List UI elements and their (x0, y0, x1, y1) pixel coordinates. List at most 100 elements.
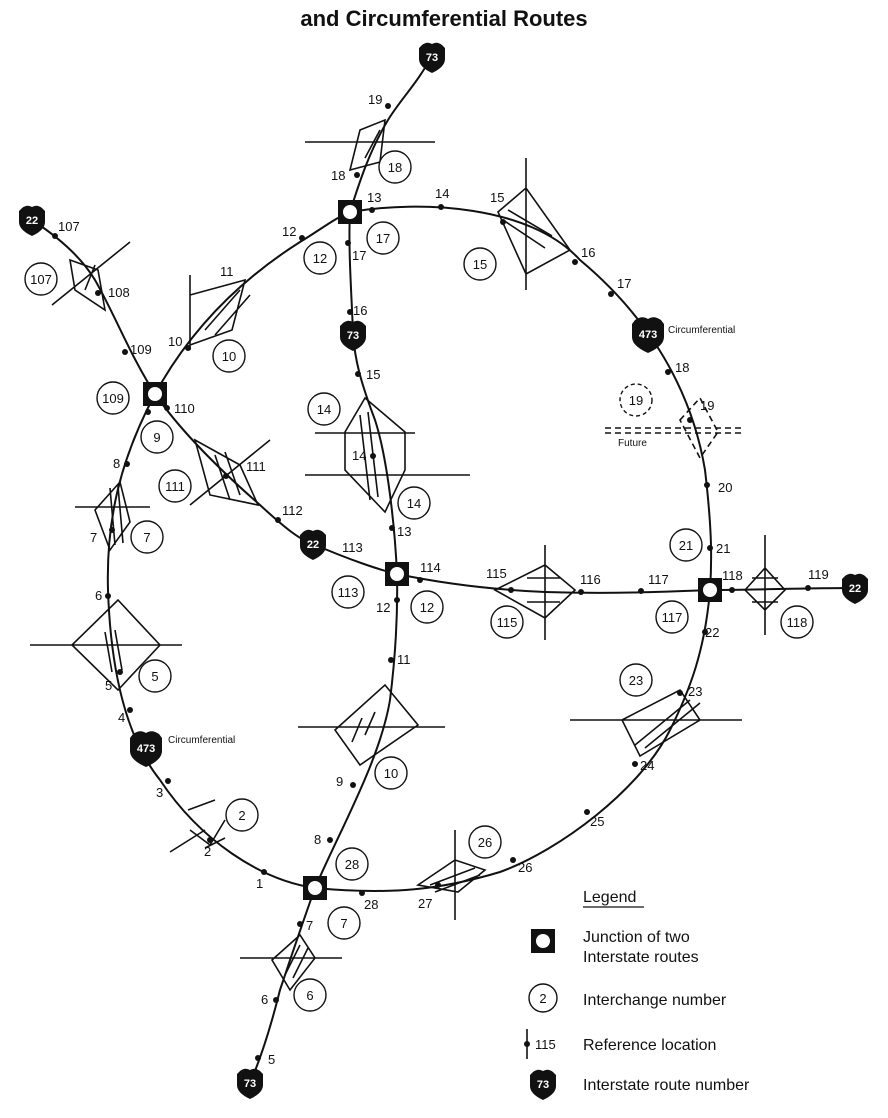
reference-label: 20 (718, 480, 732, 495)
svg-text:473: 473 (137, 743, 155, 755)
interchange-number: 107 (30, 272, 52, 287)
reference-label: 19 (368, 92, 382, 107)
reference-labels: 19 18 17 16 15 14 13 12 11 9 8 7 6 5 13 … (58, 92, 829, 1067)
i73-route (249, 54, 433, 1084)
interchange-number: 14 (407, 496, 421, 511)
svg-text:73: 73 (426, 52, 438, 64)
shield-i73-top: 73 (419, 42, 445, 73)
reference-label: 4 (118, 710, 125, 725)
reference-label: 108 (108, 285, 130, 300)
reference-label: 16 (581, 245, 595, 260)
reference-label: 1 (256, 876, 263, 891)
circumferential-label-left: Circumferential (168, 735, 235, 746)
junction-22-473-west (143, 382, 167, 406)
future-label: Future (618, 438, 647, 449)
reference-label: 117 (648, 572, 669, 587)
svg-text:73: 73 (244, 1078, 256, 1090)
reference-label: 8 (113, 456, 120, 471)
reference-label: 8 (314, 832, 321, 847)
reference-label: 17 (352, 248, 366, 263)
reference-label: 19 (700, 398, 714, 413)
reference-dots (52, 103, 811, 1061)
interchange-ramps (30, 118, 787, 992)
interchange-number: 14 (317, 402, 331, 417)
interchange-number: 28 (345, 857, 359, 872)
shield-i22-right: 22 (842, 573, 868, 604)
i22-route (31, 219, 856, 594)
shield-i73-mid: 73 (340, 320, 366, 351)
circumferential-ring (106, 205, 713, 893)
interchange-number: 12 (420, 600, 434, 615)
legend-junction-symbol (531, 929, 555, 953)
legend-reference-text: Reference location (583, 1037, 716, 1054)
svg-text:473: 473 (639, 329, 657, 341)
legend-junction-text-1: Junction of two (583, 929, 690, 946)
interchange-number: 118 (787, 615, 808, 630)
diagram-title: and Circumferential Routes (300, 6, 587, 31)
reference-label: 2 (204, 844, 211, 859)
interchange-circles (24, 150, 814, 1012)
interchange-number: 117 (662, 610, 683, 625)
reference-label: 7 (90, 530, 97, 545)
interchange-numbers: 18 17 12 15 10 107 109 9 111 14 14 19 7 … (30, 160, 807, 1003)
reference-label: 13 (367, 190, 381, 205)
junction-73-473-north (338, 200, 362, 224)
shield-i473-right: 473 (632, 317, 664, 353)
reference-label: 25 (590, 814, 604, 829)
interchange-number: 15 (473, 257, 487, 272)
reference-label: 9 (336, 774, 343, 789)
legend-route-symbol: 73 (530, 1069, 556, 1100)
reference-label: 111 (246, 459, 266, 474)
legend-interchange-symbol (528, 983, 558, 1013)
interchange-number: 23 (629, 673, 643, 688)
svg-text:22: 22 (849, 583, 861, 595)
reference-label: 11 (397, 652, 411, 667)
reference-label: 109 (130, 342, 152, 357)
reference-label: 110 (174, 401, 195, 416)
reference-label: 3 (156, 785, 163, 800)
reference-label: 15 (490, 190, 504, 205)
shield-i73-bottom: 73 (237, 1068, 263, 1099)
reference-label: 16 (353, 303, 367, 318)
reference-label: 112 (282, 503, 303, 518)
interchange-number: 109 (102, 391, 124, 406)
legend-route-text: Interstate route number (583, 1077, 750, 1094)
reference-label: 14 (435, 186, 449, 201)
interchange-number: 115 (497, 615, 518, 630)
circumferential-label-right: Circumferential (668, 325, 735, 336)
junction-73-22 (385, 562, 409, 586)
reference-label: 17 (617, 276, 631, 291)
reference-label: 27 (418, 896, 432, 911)
reference-label: 118 (722, 568, 743, 583)
reference-label: 21 (716, 541, 730, 556)
reference-label: 10 (168, 334, 182, 349)
legend-reference-symbol: 115 (535, 1037, 556, 1052)
junction-73-473-south (303, 876, 327, 900)
interchange-number: 17 (376, 231, 390, 246)
interchange-number: 19 (629, 393, 643, 408)
svg-text:73: 73 (537, 1079, 549, 1091)
interchange-number: 111 (165, 479, 185, 494)
reference-label: 119 (808, 567, 829, 582)
legend-junction-text-2: Interstate routes (583, 949, 699, 966)
reference-label: 14 (352, 448, 366, 463)
interchange-number: 9 (153, 430, 160, 445)
interchange-number: 18 (388, 160, 402, 175)
reference-label: 12 (376, 600, 390, 615)
reference-label: 6 (95, 588, 102, 603)
interchange-number: 113 (338, 585, 359, 600)
interchange-number: 6 (306, 988, 313, 1003)
reference-label: 15 (366, 367, 380, 382)
svg-text:22: 22 (26, 215, 38, 227)
reference-label: 12 (282, 224, 296, 239)
interchange-number: 7 (143, 530, 150, 545)
reference-label: 28 (364, 897, 378, 912)
reference-label: 22 (705, 625, 719, 640)
reference-label: 13 (397, 524, 411, 539)
reference-label: 7 (306, 918, 313, 933)
interchange-number: 12 (313, 251, 327, 266)
reference-label: 115 (486, 566, 507, 581)
shield-i22-left: 22 (19, 205, 45, 236)
junction-markers (143, 200, 722, 900)
